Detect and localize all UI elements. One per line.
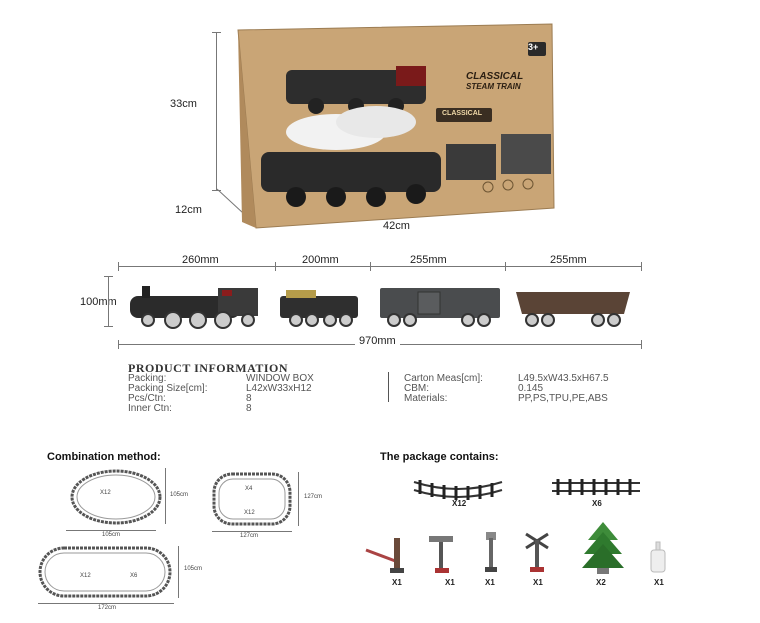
- box-title-line2: STEAM TRAIN: [466, 82, 521, 91]
- box-depth-label: 12cm: [175, 204, 202, 216]
- railroad-crossing-sign-qty: X1: [533, 578, 543, 587]
- square-track-layout: [212, 472, 292, 526]
- info-right-labels: Carton Meas[cm]: CBM: Materials:: [404, 374, 483, 404]
- square-height-label: 127cm: [304, 494, 323, 500]
- train-height-label: 100mm: [80, 296, 117, 308]
- circle-width-label: 105cm: [102, 532, 121, 538]
- crossing-gate-qty: X1: [392, 578, 402, 587]
- oval-track-count-left: X12: [80, 573, 91, 579]
- box-width-label: 42cm: [383, 220, 410, 232]
- smoke-oil-bottle-icon: [650, 541, 666, 573]
- square-track-count-top: X4: [245, 486, 253, 492]
- box-title-line1: CLASSICAL: [466, 71, 524, 82]
- locomotive: [130, 286, 258, 329]
- circle-track-count: X12: [100, 490, 111, 496]
- signal-light-icon: [485, 532, 497, 572]
- curved-track-icon: [413, 480, 503, 500]
- street-lamp-qty: X1: [445, 578, 455, 587]
- crossing-gate-icon: [365, 538, 404, 573]
- product-info-heading: PRODUCT INFORMATION: [128, 361, 289, 375]
- circle-height-label: 105cm: [170, 492, 189, 498]
- info-value: L49.5xW43.5xH67.5: [518, 373, 609, 384]
- square-track-count-bottom: X12: [244, 510, 255, 516]
- circle-track-layout: [70, 469, 162, 525]
- info-label: Materials:: [404, 393, 448, 404]
- square-width-label: 127cm: [240, 533, 259, 539]
- box-title: CLASSICAL STEAM TRAIN: [466, 72, 523, 92]
- info-label: Pcs/Ctn:: [128, 393, 166, 404]
- box-height-label: 33cm: [170, 98, 197, 110]
- info-value: 0.145: [518, 383, 544, 394]
- gondola-car: [516, 292, 630, 327]
- smoke-oil-bottle-qty: X1: [654, 578, 664, 587]
- boxcar: [380, 288, 500, 327]
- oval-height-label: 105cm: [184, 566, 203, 572]
- info-left-labels: Packing: Packing Size[cm]: Pcs/Ctn: Inne…: [128, 374, 207, 414]
- segment-label-4: 255mm: [550, 254, 587, 266]
- info-value: 8: [246, 403, 252, 414]
- curved-track-qty: X12: [452, 499, 467, 508]
- age-badge: 3+: [528, 42, 539, 52]
- info-label: Packing Size[cm]:: [128, 383, 208, 394]
- street-lamp-icon: [429, 536, 453, 573]
- info-value: PP,PS,TPU,PE,ABS: [518, 393, 608, 404]
- oval-width-label: 172cm: [98, 605, 117, 611]
- straight-track-qty: X6: [592, 499, 602, 508]
- straight-track-icon: [552, 479, 640, 495]
- railroad-crossing-sign-icon: [525, 532, 549, 572]
- tender-car: [280, 290, 358, 327]
- info-value: L42xW33xH12: [246, 383, 312, 394]
- info-label: Inner Ctn:: [128, 403, 172, 414]
- info-label: CBM:: [404, 383, 429, 394]
- package-title: The package contains:: [380, 451, 499, 463]
- oval-track-count-right: X6: [130, 573, 138, 579]
- segment-label-1: 260mm: [182, 254, 219, 266]
- combination-title: Combination method:: [47, 451, 161, 463]
- info-label: Carton Meas[cm]:: [404, 373, 483, 384]
- train-total-length: 970mm: [355, 335, 400, 347]
- box-sub-logo: CLASSICAL: [442, 110, 483, 117]
- segment-label-3: 255mm: [410, 254, 447, 266]
- train-cars: [130, 286, 630, 329]
- oval-track-layout: [38, 546, 172, 598]
- pine-tree-qty: X2: [596, 578, 606, 587]
- info-value: 8: [246, 393, 252, 404]
- pine-tree-icon: [582, 522, 624, 574]
- signal-light-qty: X1: [485, 578, 495, 587]
- info-value: WINDOW BOX: [246, 373, 314, 384]
- info-left-values: WINDOW BOX L42xW33xH12 8 8: [246, 374, 314, 414]
- info-right-values: L49.5xW43.5xH67.5 0.145 PP,PS,TPU,PE,ABS: [518, 374, 609, 404]
- segment-label-2: 200mm: [302, 254, 339, 266]
- product-box: [237, 23, 555, 229]
- info-label: Packing:: [128, 373, 167, 384]
